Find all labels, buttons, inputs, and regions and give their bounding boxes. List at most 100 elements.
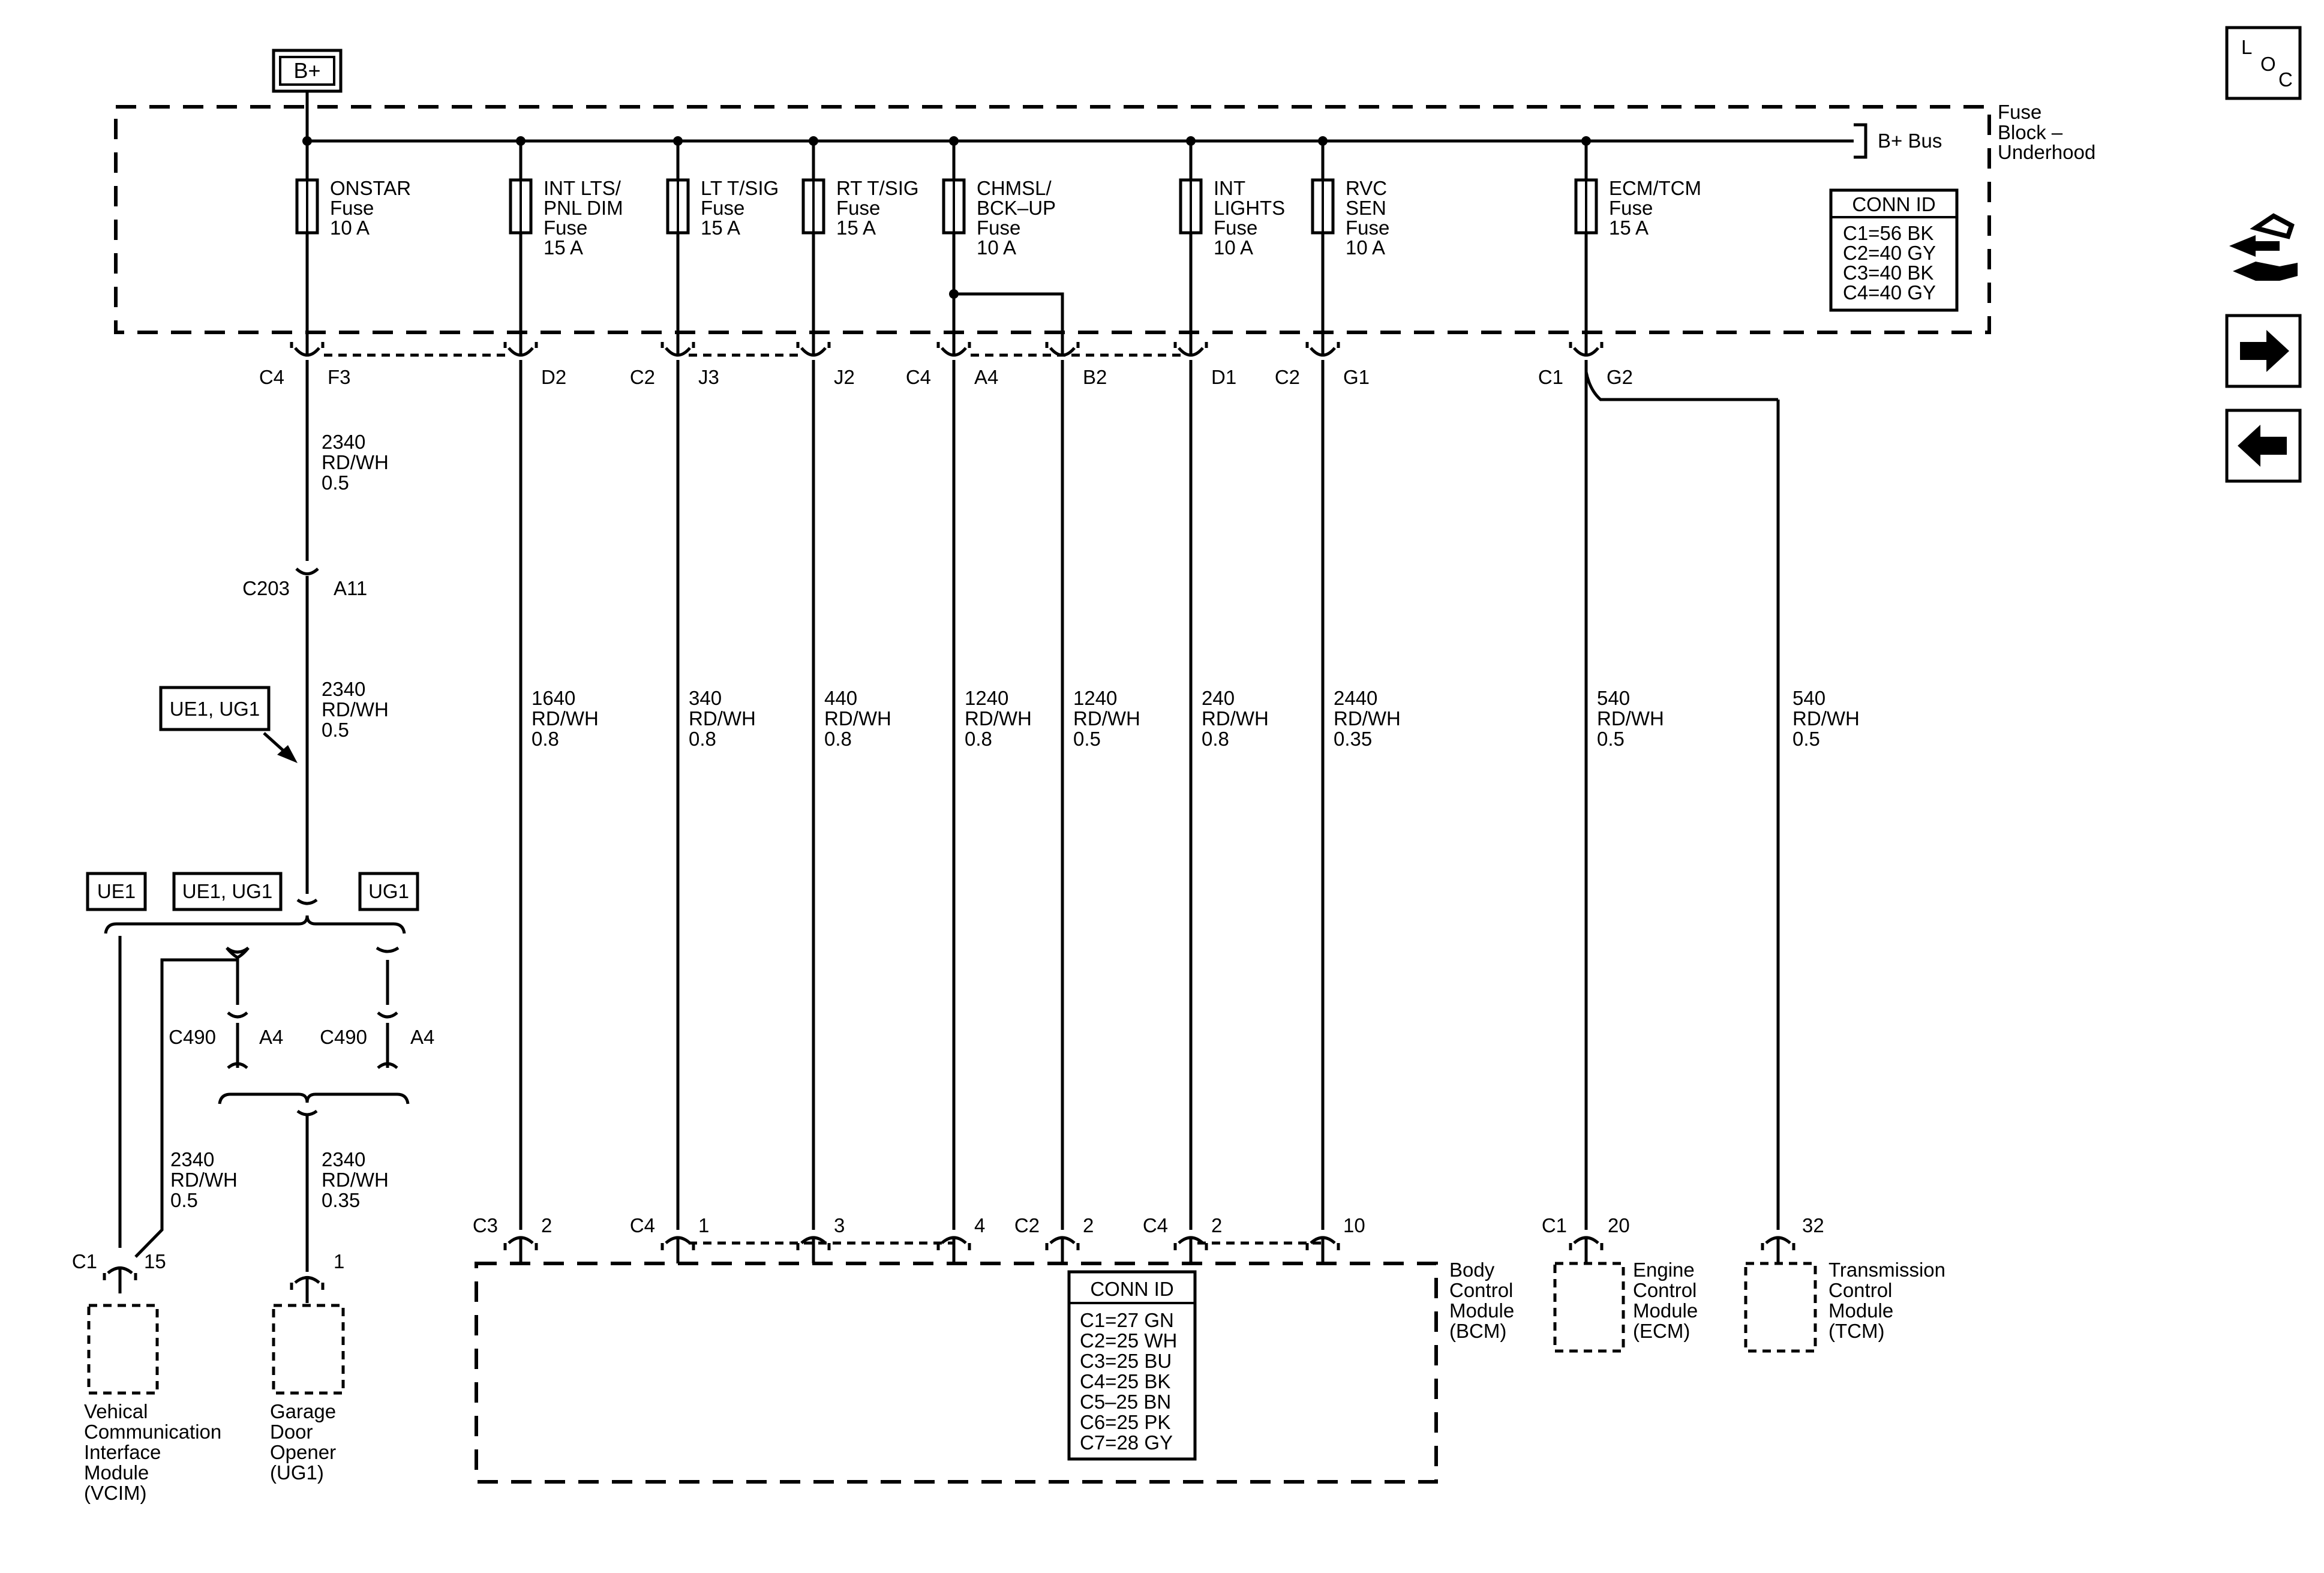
wire-label-line: 1640 [532, 687, 575, 709]
bcm-pin-id: 1 [698, 1214, 709, 1236]
top-pin-2: C2 J3 [630, 336, 719, 388]
wire-label-line: RD/WH [1792, 707, 1860, 730]
wire-label-line: RD/WH [532, 707, 599, 730]
fuse-label-line: CHMSL/ [977, 177, 1052, 199]
arrow-right-icon [2240, 330, 2289, 372]
c490-left-pin: A4 [259, 1026, 283, 1048]
fuse-label-line: INT [1214, 177, 1245, 199]
wire-label-line: RD/WH [170, 1169, 238, 1191]
fuse-label-line: 15 A [544, 236, 583, 259]
wire-label-line: 0.5 [1792, 728, 1820, 750]
top-pin-id: G2 [1607, 366, 1633, 388]
top-pin-id: B2 [1083, 366, 1107, 388]
c490-left: C490 A4 [169, 947, 283, 1069]
b-plus-label: B+ [293, 58, 320, 83]
fuse-label-line: 10 A [1214, 236, 1253, 259]
fuse-block-outline [114, 105, 1991, 334]
wire-label-line: 1240 [965, 687, 1008, 709]
svg-text:Engine: Engine [1633, 1259, 1695, 1281]
fuse-label-line: SEN [1346, 197, 1386, 219]
top-pin-id: F3 [328, 366, 351, 388]
bcm-pin-id: 4 [974, 1214, 985, 1236]
svg-text:(VCIM): (VCIM) [84, 1482, 146, 1504]
wire-label-line: 340 [689, 687, 722, 709]
svg-text:Communication: Communication [84, 1421, 221, 1443]
fuse-label-line: 10 A [1346, 236, 1385, 259]
wire-label-line: 0.8 [689, 728, 716, 750]
top-pin-conn: C4 [906, 366, 931, 388]
wire-label-line: 1240 [1073, 687, 1117, 709]
garage-bracket [218, 1092, 410, 1272]
svg-text:Control: Control [1828, 1279, 1892, 1301]
wire-label-line: 2340 [322, 1148, 365, 1170]
fuse-label-line: PNL DIM [544, 197, 623, 219]
wire-label-line: RD/WH [689, 707, 756, 730]
bcm-conn-id: CONN ID C1=27 GN C2=25 WH C3=25 BU C4=25… [1067, 1270, 1197, 1461]
top-pin-id: J3 [698, 366, 719, 388]
ecm-module: C1 20 Engine Control Module (ECM) [1542, 1214, 1698, 1353]
garage-door-opener-module: 1 Garage Door Opener (UG1) [270, 1250, 345, 1484]
fuse-label-line: LIGHTS [1214, 197, 1285, 219]
bcm-pin-6: 10 [1305, 1214, 1365, 1263]
arrow-right-button[interactable] [2225, 314, 2302, 388]
wire-label-line: 240 [1202, 687, 1235, 709]
svg-text:(BCM): (BCM) [1449, 1320, 1506, 1342]
svg-text:(TCM): (TCM) [1828, 1320, 1884, 1342]
svg-text:Interface: Interface [84, 1441, 161, 1463]
fuse-label-line: ECM/TCM [1609, 177, 1701, 199]
top-pin-6: D1 [1173, 336, 1236, 388]
top-pin-id: D1 [1211, 366, 1236, 388]
b-plus-bus-label: B+ Bus [1878, 130, 1942, 152]
svg-text:Module: Module [1828, 1299, 1893, 1322]
vcim-module: C1 15 Vehical Communication Interface Mo… [72, 1250, 221, 1504]
c490-right-name: C490 [320, 1026, 367, 1048]
top-pin-conn: C2 [630, 366, 655, 388]
connector-tool-icon[interactable] [2229, 213, 2298, 281]
svg-text:Vehical: Vehical [84, 1400, 148, 1422]
svg-text:C4=40 GY: C4=40 GY [1843, 281, 1936, 304]
ecm-pin: 20 [1608, 1214, 1630, 1236]
loc-letter-o: O [2260, 53, 2276, 75]
wire-label-line: RD/WH [322, 1169, 389, 1191]
arrow-left-button[interactable] [2225, 409, 2302, 483]
chmsl-jumper [952, 237, 1064, 354]
svg-text:Underhood: Underhood [1998, 141, 2095, 163]
svg-text:(ECM): (ECM) [1633, 1320, 1690, 1342]
wire-label-line: RD/WH [1073, 707, 1140, 730]
top-pin-3: J2 [796, 336, 855, 388]
svg-text:Module: Module [1633, 1299, 1698, 1322]
fuse-label-line: Fuse [1214, 217, 1257, 239]
loc-button[interactable]: L O C [2225, 26, 2302, 100]
bcm-pin-id: 2 [1211, 1214, 1222, 1236]
bcm-pin-3: 4 [936, 1214, 985, 1263]
top-pin-id: G1 [1343, 366, 1370, 388]
bcm-pin-id: 3 [834, 1214, 845, 1236]
tcm-module: 32 Transmission Control Module (TCM) [1744, 1214, 1945, 1353]
fuse-label-line: Fuse [1609, 197, 1653, 219]
fuse-label-line: 10 A [977, 236, 1016, 259]
wire-label-line: 0.8 [532, 728, 559, 750]
bcm-pin-conn: C2 [1014, 1214, 1040, 1236]
fuse-label-line: Fuse [836, 197, 880, 219]
wire-label-line: 0.5 [322, 472, 349, 494]
fuse-label-line: LT T/SIG [701, 177, 779, 199]
svg-text:Opener: Opener [270, 1441, 336, 1463]
svg-text:Fuse: Fuse [1998, 101, 2041, 123]
wire-layer: 2340RD/WH0.52340RD/WH0.51640RD/WH0.8340R… [170, 360, 1860, 1230]
c203-pin: A11 [334, 577, 367, 599]
wire-label-line: 440 [824, 687, 857, 709]
